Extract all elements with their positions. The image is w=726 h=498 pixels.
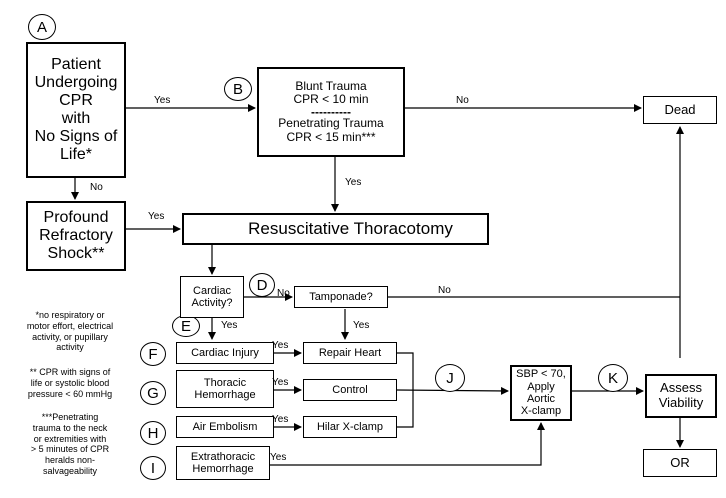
note2-line-1: ** CPR with signs of [29, 367, 111, 377]
trauma-line-1: Blunt Trauma [295, 78, 367, 93]
thoracotomy-label: Resuscitative Thoracotomy [248, 219, 453, 239]
shock-box: Profound Refractory Shock** [26, 201, 126, 271]
extrathoracic-hemorrhage-box: Extrathoracic Hemorrhage [176, 446, 270, 480]
marker-b: B [224, 77, 252, 101]
footnote-no-signs-of-life: *no respiratory or motor effort, electri… [0, 310, 146, 353]
sbp-box: SBP < 70, Apply Aortic X-clamp [510, 365, 572, 421]
label-patient-shock-no: No [90, 182, 103, 193]
marker-i: I [140, 456, 166, 480]
label-shock-thoracotomy-yes: Yes [148, 211, 165, 222]
note2-line-3: pressure < 60 mmHg [27, 388, 113, 399]
trauma-criteria-box: Blunt Trauma CPR < 10 min ---------- Pen… [257, 67, 405, 157]
extrathoracic-line-1: Extrathoracic [190, 450, 256, 463]
label-tamponade-repair-yes: Yes [353, 320, 370, 331]
sbp-line-3: X-clamp [520, 405, 562, 418]
air-embolism-box: Air Embolism [176, 416, 274, 438]
patient-line-1: Patient [51, 56, 101, 74]
label-extrathoracic-sbp-yes: Yes [270, 452, 287, 463]
footnote-penetrating-trauma: ***Penetrating trauma to the neck or ext… [0, 412, 146, 477]
marker-h: H [140, 421, 166, 445]
marker-j: J [435, 364, 465, 392]
note1-line-3: activity, or pupillary [32, 331, 108, 342]
trauma-divider: ---------- [311, 104, 351, 119]
patient-line-6: Life* [59, 145, 93, 163]
marker-k: K [598, 364, 628, 392]
note1-line-2: motor effort, electrical [26, 320, 114, 331]
arrow-extrathoracic-to-sbp [270, 422, 545, 466]
label-embolism-clamp-yes: Yes [272, 414, 289, 425]
repair-heart-box: Repair Heart [303, 342, 397, 364]
patient-line-2: Undergoing [34, 74, 118, 92]
marker-d: D [249, 273, 275, 297]
label-hemorrhage-control-yes: Yes [272, 377, 289, 388]
note1-line-1: *no respiratory or [35, 310, 105, 320]
footnote-signs-of-life: ** CPR with signs of life or systolic bl… [0, 367, 146, 399]
label-cardiac-tamponade-no: No [277, 288, 290, 299]
label-patient-trauma-yes: Yes [154, 95, 171, 106]
or-box: OR [643, 449, 717, 477]
note2-line-2: life or systolic blood [30, 377, 110, 388]
tamponade-box: Tamponade? [294, 286, 388, 308]
note3-line-6: salvageability [42, 465, 98, 476]
assess-line-2: Viability [658, 395, 704, 410]
patient-line-4: with [61, 110, 91, 127]
sbp-line-1: SBP < 70, [516, 368, 566, 381]
dead-box: Dead [643, 96, 717, 124]
patient-line-3: CPR [59, 92, 93, 110]
label-cardiac-injury-yes: Yes [221, 320, 238, 331]
patient-box: Patient Undergoing CPR with No Signs of … [26, 42, 126, 178]
cardiac-activity-box: Cardiac Activity? [180, 276, 244, 318]
extrathoracic-line-2: Hemorrhage [192, 463, 254, 475]
label-trauma-dead-no: No [456, 95, 469, 106]
marker-f: F [140, 342, 166, 366]
thoracotomy-box: Resuscitative Thoracotomy [182, 213, 489, 245]
label-injury-repair-yes: Yes [272, 340, 289, 351]
shock-line-2: Refractory [39, 227, 113, 245]
cardiac-activity-line-1: Cardiac [193, 284, 231, 297]
shock-line-1: Profound [43, 209, 109, 227]
assess-viability-box: Assess Viability [645, 374, 717, 418]
sbp-line-2: Apply Aortic [526, 380, 556, 405]
shock-line-3: Shock** [47, 244, 105, 262]
label-trauma-thoracotomy-yes: Yes [345, 177, 362, 188]
hilar-clamp-box: Hilar X-clamp [303, 416, 397, 438]
marker-g: G [140, 381, 166, 405]
note3-line-4: > 5 minutes of CPR [30, 444, 110, 455]
marker-a: A [28, 14, 56, 40]
marker-e: E [172, 315, 200, 337]
note3-line-1: ***Penetrating [41, 412, 99, 422]
note3-line-3: or extremities with [33, 433, 107, 444]
patient-line-5: No Signs of [34, 127, 118, 145]
thoracic-hemorrhage-line-1: Thoracic [203, 376, 247, 389]
note3-line-5: heralds non- [44, 455, 96, 466]
trauma-line-2: CPR < 10 min [293, 92, 369, 107]
note1-line-4: activity [56, 342, 84, 353]
assess-line-1: Assess [660, 380, 702, 396]
cardiac-injury-box: Cardiac Injury [176, 342, 274, 364]
trauma-line-5: CPR < 15 min*** [286, 129, 376, 144]
trauma-line-4: Penetrating Trauma [278, 116, 384, 131]
cardiac-activity-line-2: Activity? [191, 297, 233, 309]
thoracic-hemorrhage-line-2: Hemorrhage [194, 389, 256, 401]
thoracic-hemorrhage-box: Thoracic Hemorrhage [176, 370, 274, 408]
note3-line-2: trauma to the neck [32, 422, 108, 433]
control-box: Control [303, 379, 397, 401]
label-tamponade-dead-no: No [438, 285, 451, 296]
